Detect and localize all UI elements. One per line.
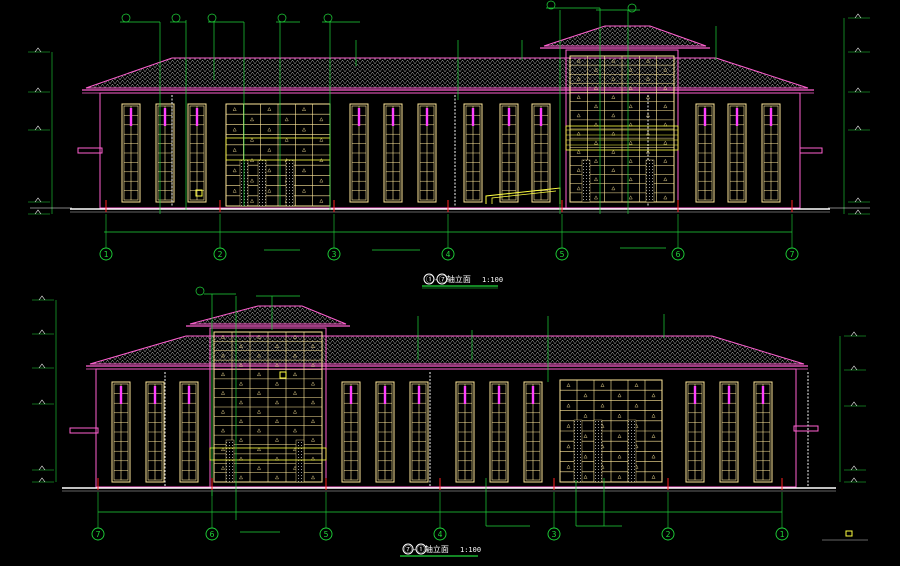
top-elevation-scale: 1:100 xyxy=(482,276,503,284)
hatch-strip xyxy=(285,159,295,207)
tall-window xyxy=(727,103,747,203)
top-axis-label: 3 xyxy=(332,250,337,259)
bottom-axis-label: 7 xyxy=(96,530,101,539)
tower-balcony xyxy=(565,125,679,151)
bottom-tower-roof xyxy=(189,305,347,325)
tall-window xyxy=(349,103,369,203)
bottom-axis-label: 6 xyxy=(210,530,215,539)
bottom-axis-bubble xyxy=(205,527,219,541)
tall-window xyxy=(695,103,715,203)
bottom-title-group: ⑦-①轴立面 1:100 xyxy=(400,543,481,557)
top-axis-bubble xyxy=(213,247,227,261)
tall-window xyxy=(499,103,519,203)
tall-window xyxy=(383,103,403,203)
bottom-elevation: 7 6 5 4 3 2 1 ⑦-①轴立面 1:100 xyxy=(32,295,868,557)
top-axis-bubble xyxy=(327,247,341,261)
bottom-main-roof xyxy=(89,335,805,365)
tower-band xyxy=(209,447,327,461)
bottom-axis-bubble xyxy=(91,527,105,541)
top-tower-roof xyxy=(543,25,707,47)
bottom-axis-bubble xyxy=(433,527,447,541)
bottom-axis-bubble xyxy=(319,527,333,541)
top-axis-bubble xyxy=(671,247,685,261)
tall-window xyxy=(179,381,199,483)
top-axis-label: 2 xyxy=(218,250,223,259)
top-axis-label: 5 xyxy=(560,250,565,259)
tall-window xyxy=(719,381,739,483)
hatch-strip xyxy=(573,419,583,483)
hatch-strip xyxy=(593,419,603,483)
hatch-strip xyxy=(257,159,267,207)
tall-window xyxy=(753,381,773,483)
top-main-roof xyxy=(85,57,809,89)
hatch-strip xyxy=(581,159,591,203)
tall-window xyxy=(121,103,141,203)
tall-window xyxy=(375,381,395,483)
top-axis-label: 6 xyxy=(676,250,681,259)
bottom-elevation-title: ⑦-①轴立面 xyxy=(404,544,449,554)
tall-window xyxy=(455,381,475,483)
annotation-leaders xyxy=(97,0,793,533)
top-axis-label: 7 xyxy=(790,250,795,259)
top-axis-label: 4 xyxy=(446,250,451,259)
hatch-strip xyxy=(645,159,655,203)
bottom-axis-label: 3 xyxy=(552,530,557,539)
bottom-tower-wall xyxy=(209,327,327,488)
tall-window xyxy=(531,103,551,203)
bottom-axis-bubble xyxy=(775,527,789,541)
tall-window xyxy=(685,381,705,483)
hatch-strip xyxy=(225,439,235,483)
bottom-axis-label: 2 xyxy=(666,530,671,539)
tall-window xyxy=(523,381,543,483)
top-title-group: ①-⑦轴立面 1:100 xyxy=(422,273,503,289)
top-axis-bubble xyxy=(555,247,569,261)
tall-window xyxy=(463,103,483,203)
top-elevation-title: ①-⑦轴立面 xyxy=(426,274,471,284)
hatch-strip xyxy=(627,419,637,483)
hatch-strip xyxy=(295,439,305,483)
top-axis-bubble xyxy=(785,247,799,261)
tall-window xyxy=(761,103,781,203)
tall-window xyxy=(409,381,429,483)
tall-window xyxy=(111,381,131,483)
tall-window xyxy=(145,381,165,483)
bottom-axis-label: 1 xyxy=(780,530,785,539)
top-axis-label: 1 xyxy=(104,250,109,259)
bottom-elevation-scale: 1:100 xyxy=(460,546,481,554)
tall-window xyxy=(341,381,361,483)
tall-window xyxy=(489,381,509,483)
bottom-axis-bubble xyxy=(547,527,561,541)
bottom-axis-bubble xyxy=(661,527,675,541)
tall-window xyxy=(417,103,437,203)
tall-window xyxy=(187,103,207,203)
bottom-axis-label: 4 xyxy=(438,530,443,539)
bottom-axis-label: 5 xyxy=(324,530,329,539)
top-axis-bubble xyxy=(441,247,455,261)
top-axis-bubble xyxy=(99,247,113,261)
